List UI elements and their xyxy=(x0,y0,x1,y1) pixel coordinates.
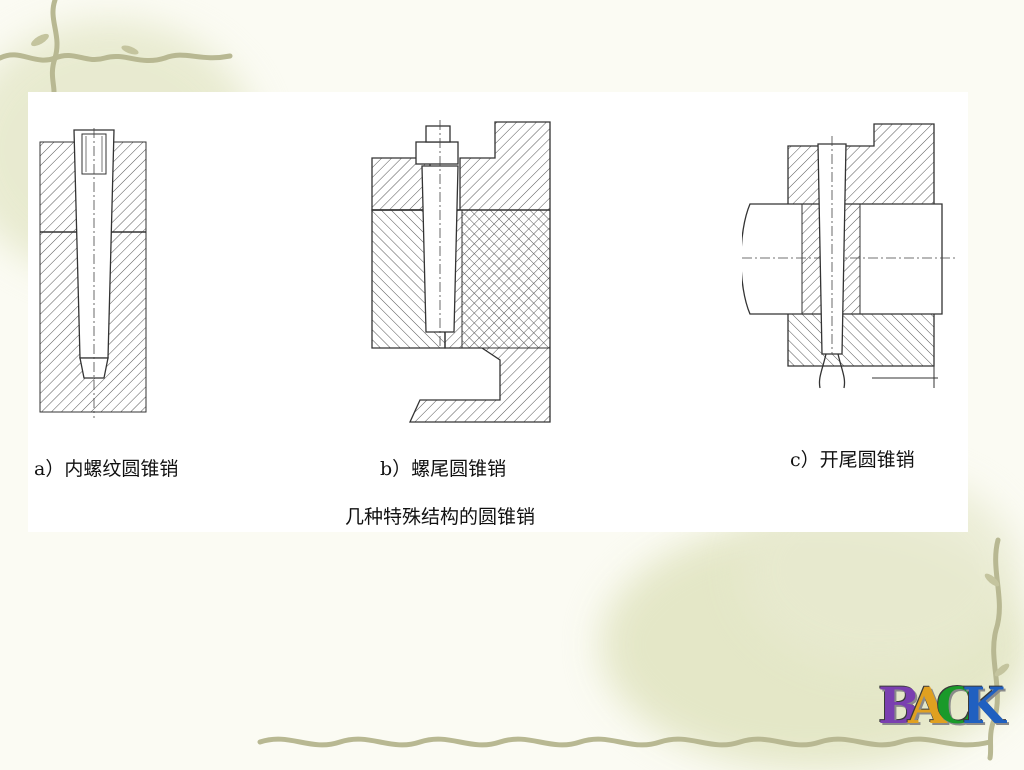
slide-title-caption: 几种特殊结构的圆锥销 xyxy=(345,506,536,528)
back-letter-b: B xyxy=(878,676,921,735)
figure-c-drawing xyxy=(742,123,956,389)
figure-a-caption: a）内螺纹圆锥销 xyxy=(34,458,179,480)
figure-c-caption: c）开尾圆锥销 xyxy=(790,449,915,471)
back-button[interactable]: B A C K xyxy=(872,676,1005,740)
vine-decoration-top xyxy=(0,0,233,100)
figure-a-drawing xyxy=(39,128,147,418)
vine-decoration-bottom xyxy=(257,537,1010,761)
back-letter-k: K xyxy=(962,676,1006,735)
figure-b-caption: b）螺尾圆锥销 xyxy=(380,458,507,480)
figure-b-drawing xyxy=(371,120,551,423)
back-letter-c: C xyxy=(936,676,976,735)
back-letter-a: A xyxy=(908,676,947,735)
